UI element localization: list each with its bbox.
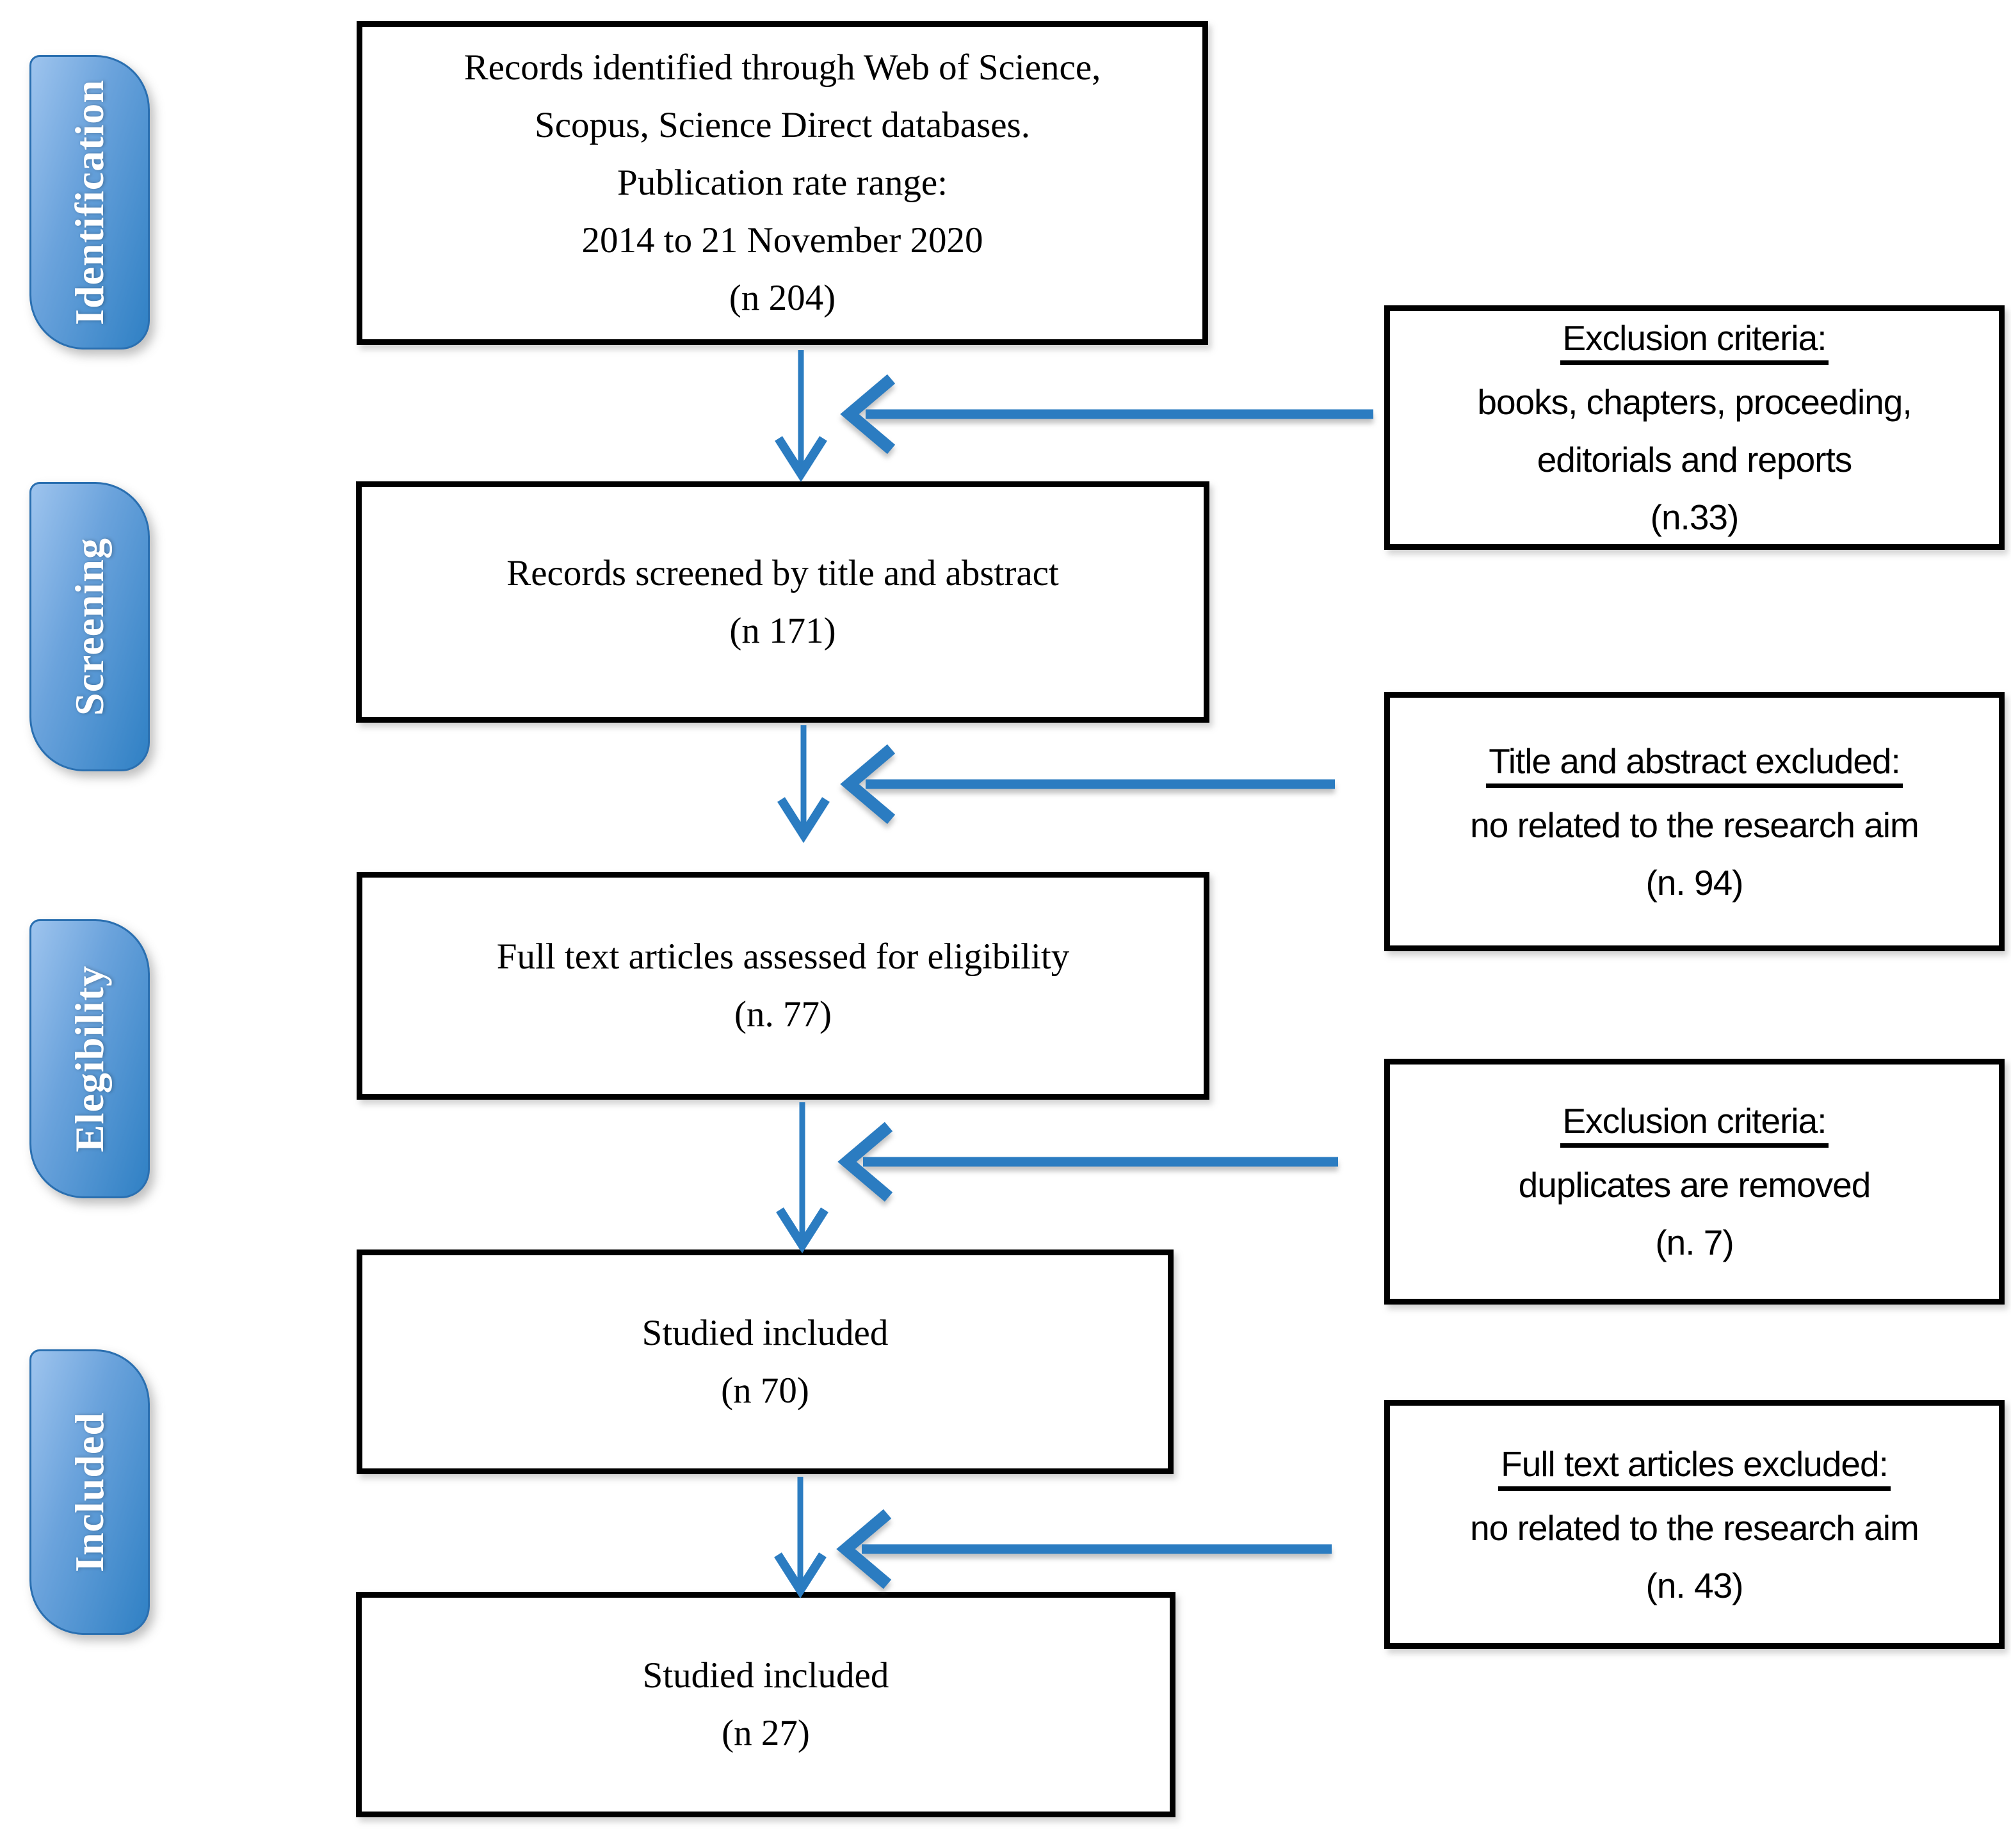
exclusion-arrow-1: [840, 374, 1373, 454]
exclusion-box-criteria-1: Exclusion criteria: books, chapters, pro…: [1384, 305, 2005, 550]
flow-box-text-line: Records identified through Web of Scienc…: [464, 47, 1101, 88]
exclusion-box-count: (n. 94): [1645, 862, 1744, 903]
flow-box-text-line: Studied included: [642, 1312, 889, 1353]
flow-box-text-line: Studied included: [642, 1655, 889, 1696]
flow-box-text-line: Records screened by title and abstract: [506, 552, 1059, 593]
down-arrow-2: [777, 725, 830, 844]
exclusion-arrow-3: [837, 1121, 1338, 1202]
flow-box-count: (n. 77): [734, 994, 832, 1034]
down-arrow-1: [775, 350, 827, 483]
exclusion-box-text-line: editorials and reports: [1537, 440, 1853, 479]
stage-tab-screening: Screening: [29, 482, 150, 771]
exclusion-box-fulltext-excluded: Full text articles excluded: no related …: [1384, 1400, 2005, 1649]
flow-box-studies-included-70: Studied included (n 70): [357, 1249, 1174, 1474]
stage-tab-label: Elegibility: [67, 965, 112, 1152]
stage-tab-elegibility: Elegibility: [29, 919, 150, 1198]
down-arrow-4: [774, 1477, 827, 1599]
exclusion-box-heading: Full text articles excluded:: [1498, 1435, 1891, 1493]
flow-box-text-line: Full text articles assessed for eligibil…: [496, 936, 1070, 977]
stage-tab-identification: Identification: [29, 55, 150, 350]
flow-box-count: (n 171): [729, 610, 836, 651]
stage-tab-label: Screening: [67, 537, 112, 716]
exclusion-box-text-line: no related to the research aim: [1470, 1507, 1919, 1548]
stage-tab-included: Included: [29, 1349, 150, 1635]
exclusion-box-count: (n. 7): [1655, 1223, 1734, 1262]
flow-box-text-line: Publication rate range:: [617, 163, 948, 203]
exclusion-box-heading: Exclusion criteria:: [1560, 309, 1829, 367]
down-arrow-3: [776, 1102, 828, 1254]
exclusion-arrow-4: [836, 1509, 1332, 1589]
flow-box-fulltext-assessed: Full text articles assessed for eligibil…: [357, 872, 1209, 1100]
exclusion-arrow-2: [840, 744, 1335, 824]
exclusion-box-count: (n. 43): [1645, 1565, 1744, 1605]
flow-box-studies-included-27: Studied included (n 27): [356, 1592, 1175, 1817]
exclusion-box-duplicates: Exclusion criteria: duplicates are remov…: [1384, 1059, 2005, 1305]
exclusion-box-count: (n.33): [1650, 497, 1740, 537]
exclusion-box-text-line: no related to the research aim: [1470, 805, 1919, 845]
stage-tab-label: Included: [67, 1412, 112, 1572]
exclusion-box-text-line: books, chapters, proceeding,: [1477, 382, 1912, 422]
flow-box-records-identified: Records identified through Web of Scienc…: [357, 21, 1208, 345]
flow-box-text-line: 2014 to 21 November 2020: [581, 220, 983, 261]
flow-box-count: (n 204): [729, 278, 836, 318]
flow-box-count: (n 27): [722, 1713, 810, 1753]
exclusion-box-heading: Title and abstract excluded:: [1486, 732, 1903, 790]
flow-box-text-line: Scopus, Science Direct databases.: [535, 105, 1030, 145]
flow-box-count: (n 70): [721, 1370, 809, 1411]
exclusion-box-text-line: duplicates are removed: [1518, 1165, 1871, 1205]
flow-box-records-screened: Records screened by title and abstract (…: [356, 481, 1209, 723]
exclusion-box-title-abstract: Title and abstract excluded: no related …: [1384, 692, 2005, 951]
exclusion-box-heading: Exclusion criteria:: [1560, 1092, 1829, 1150]
stage-tab-label: Identification: [67, 79, 112, 325]
